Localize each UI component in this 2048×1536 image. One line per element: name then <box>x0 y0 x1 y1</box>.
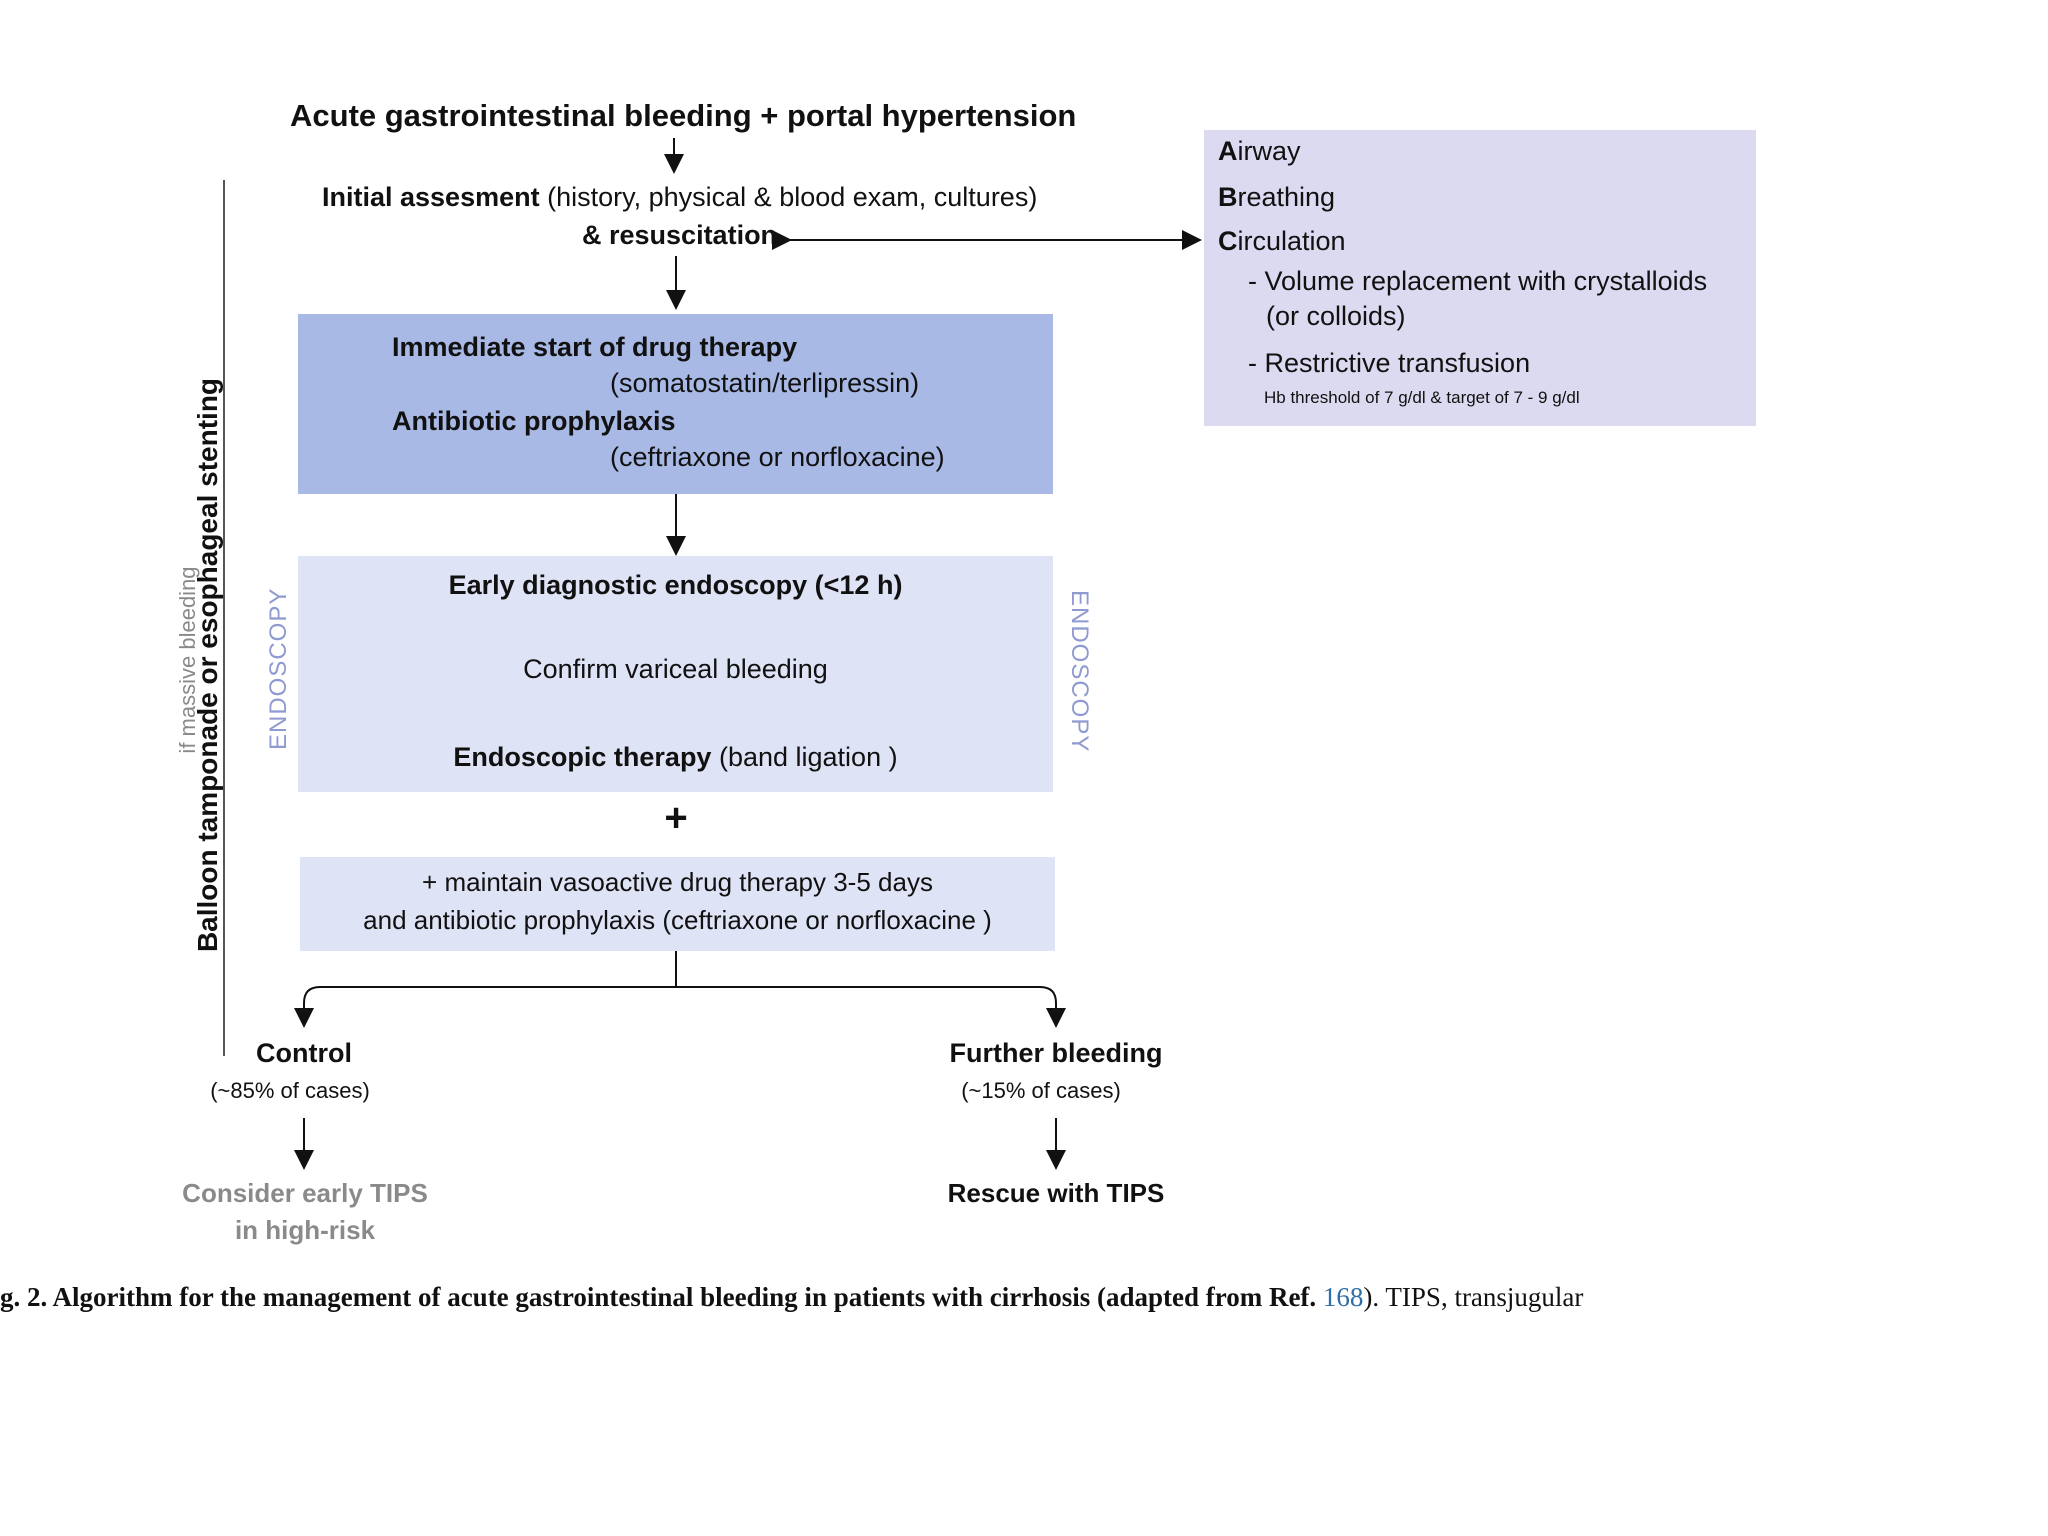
endoscopy-step3: Endoscopic therapy (band ligation ) <box>298 742 1053 773</box>
circulation-letter: C <box>1218 226 1238 256</box>
breathing-rest: reathing <box>1237 182 1336 212</box>
consider-early-tips: Consider early TIPS <box>182 1178 428 1208</box>
maintain-therapy-box: + maintain vasoactive drug therapy 3-5 d… <box>300 857 1055 951</box>
assessment-detail: (history, physical & blood exam, culture… <box>547 182 1038 212</box>
diagram-title: Acute gastrointestinal bleeding + portal… <box>290 98 1077 133</box>
abc-transfusion: - Restrictive transfusion <box>1248 348 1531 378</box>
abc-circulation: Circulation <box>1218 226 1346 257</box>
antibiotic-title: Antibiotic prophylaxis <box>392 406 676 436</box>
drug-therapy-agents: (somatostatin/terlipressin) <box>610 368 920 398</box>
drug-therapy-box: Immediate start of drug therapy (somatos… <box>298 314 1053 494</box>
rescue-with-tips: Rescue with TIPS <box>947 1178 1165 1208</box>
endoscopy-step2: Confirm variceal bleeding <box>523 654 828 684</box>
split-right-branch <box>676 986 1066 1028</box>
endoscopy-box: Early diagnostic endoscopy (<12 h) Confi… <box>298 556 1053 792</box>
antibiotic-agents: (ceftriaxone or norfloxacine) <box>610 442 945 472</box>
caption-ref-link[interactable]: 168 <box>1322 1282 1364 1312</box>
circulation-rest: irculation <box>1237 226 1346 256</box>
control-title: Control <box>256 1038 352 1068</box>
consider-early-tips-line2: in high-risk <box>234 1215 376 1245</box>
endoscopic-therapy-label: Endoscopic therapy <box>453 742 712 772</box>
endoscopy-step1: Early diagnostic endoscopy (<12 h) <box>448 570 903 600</box>
caption-text: g. 2. Algorithm for the management of ac… <box>0 1282 1317 1312</box>
control-percent: (~85% of cases) <box>210 1078 370 1103</box>
abc-volume-line2: (or colloids) <box>1266 301 1406 331</box>
plus-sign: + <box>664 796 688 840</box>
initial-assessment: Initial assesment (history, physical & b… <box>322 182 1037 213</box>
maintain-line2: and antibiotic prophylaxis (ceftriaxone … <box>363 905 992 935</box>
airway-letter: A <box>1218 136 1238 166</box>
abc-volume-line1: - Volume replacement with crystalloids <box>1248 266 1708 296</box>
further-bleeding-percent: (~15% of cases) <box>961 1078 1121 1103</box>
airway-rest: irway <box>1237 136 1301 166</box>
abc-airway: Airway <box>1218 136 1301 167</box>
caption-text-after: ). TIPS, transjugular <box>1363 1282 1584 1312</box>
abc-breathing: Breathing <box>1218 182 1335 213</box>
further-bleeding-title: Further bleeding <box>949 1038 1163 1068</box>
endoscopy-side-label-left: ENDOSCOPY <box>265 587 292 750</box>
split-left-branch <box>294 986 676 1028</box>
figure-caption: g. 2. Algorithm for the management of ac… <box>0 1282 1583 1313</box>
maintain-line1: + maintain vasoactive drug therapy 3-5 d… <box>422 867 933 897</box>
assessment-label: Initial assesment <box>322 182 540 212</box>
abc-transfusion-note: Hb threshold of 7 g/dl & target of 7 - 9… <box>1264 388 1580 407</box>
endoscopic-therapy-detail: (band ligation ) <box>718 742 898 772</box>
breathing-letter: B <box>1218 182 1238 212</box>
resuscitation-label: & resuscitation <box>582 220 778 250</box>
drug-therapy-title: Immediate start of drug therapy <box>392 332 798 362</box>
endoscopy-side-label-right: ENDOSCOPY <box>1066 590 1093 753</box>
massive-bleeding-label: if massive bleeding <box>175 566 200 754</box>
abc-box: Airway Breathing Circulation - Volume re… <box>1204 130 1756 426</box>
